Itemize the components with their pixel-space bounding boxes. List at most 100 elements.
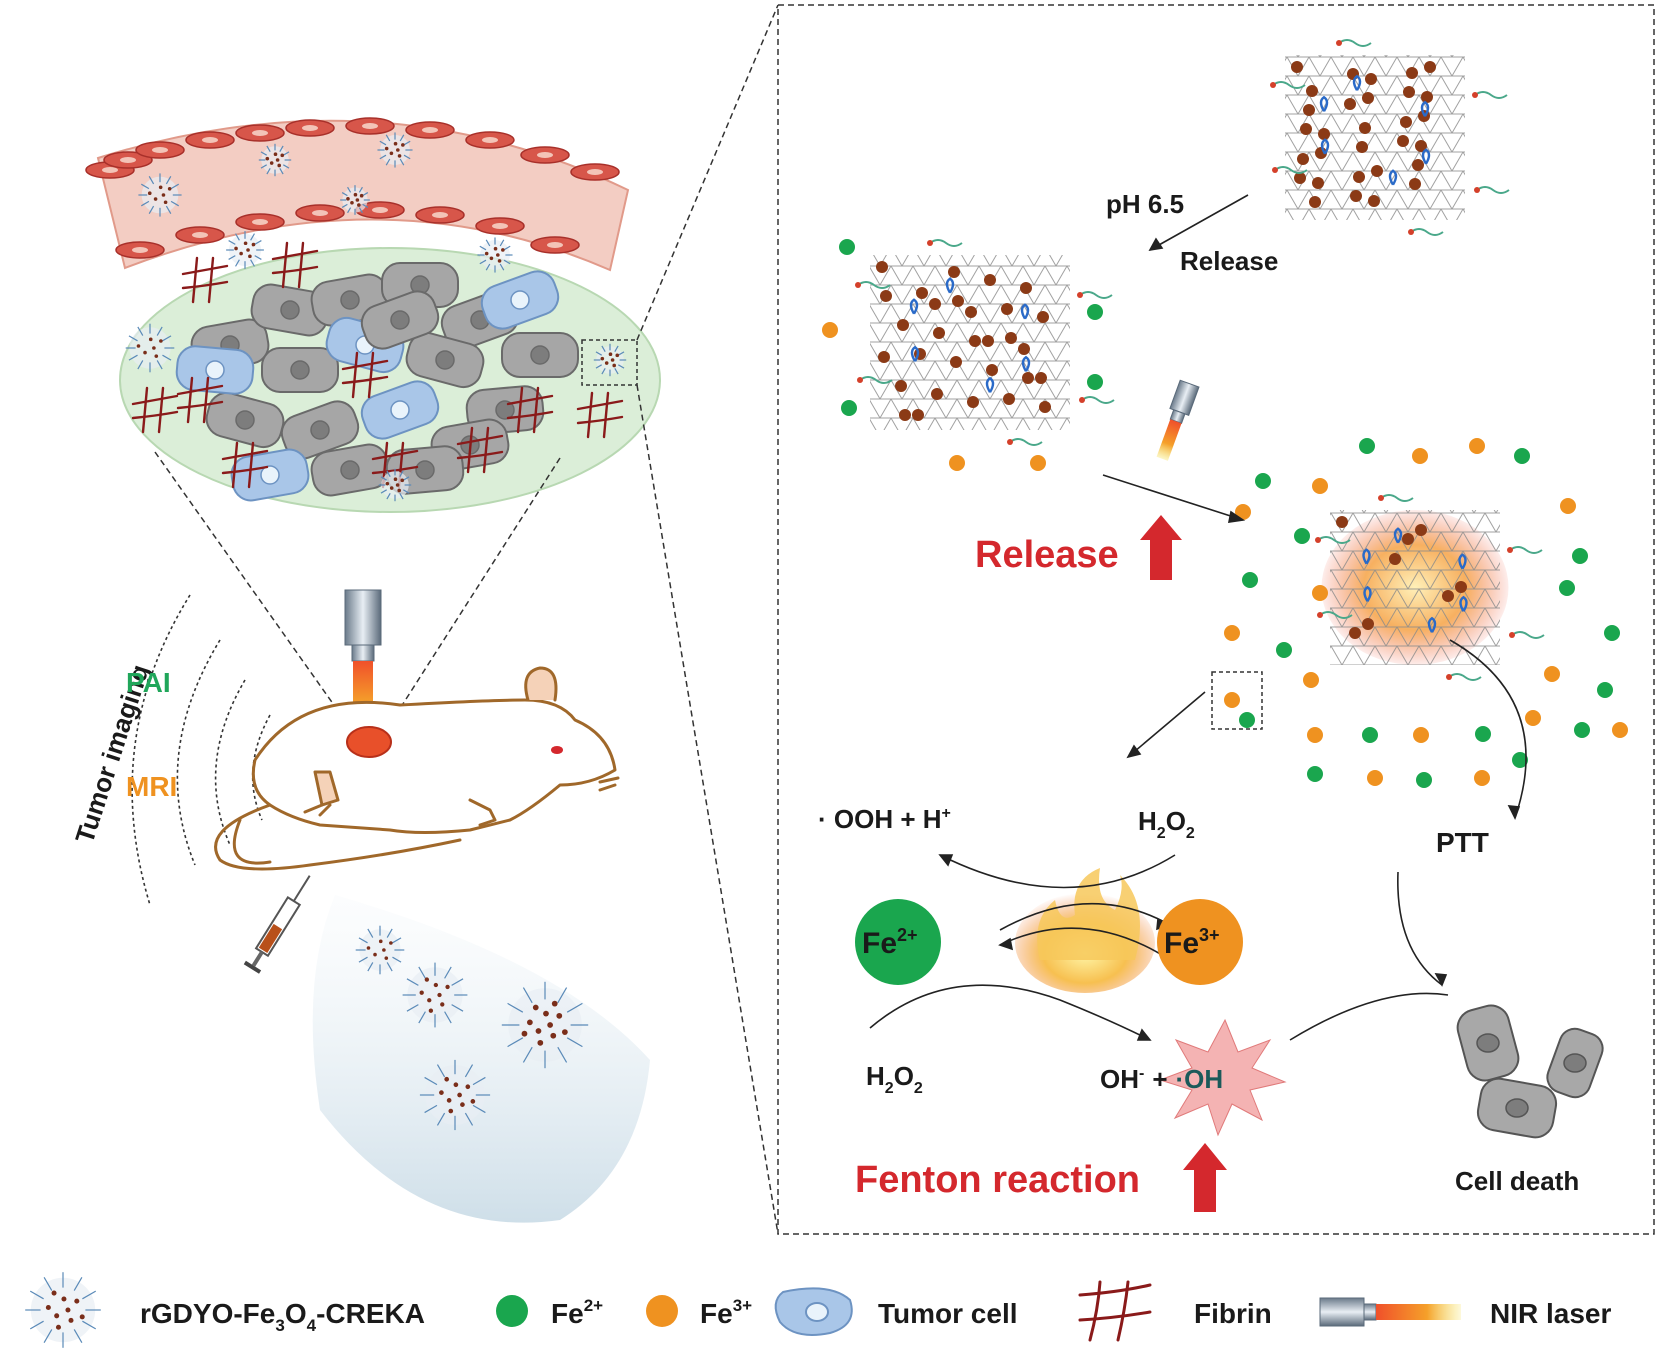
fe2-ion: [1574, 722, 1590, 738]
fe2-ion: [1239, 712, 1255, 728]
nanoparticle: [402, 962, 468, 1028]
mouse-icon: [214, 666, 620, 871]
release-up-arrow: [1140, 515, 1182, 580]
legend-tumor-cell: Tumor cell: [878, 1298, 1018, 1329]
nanoparticle: [258, 143, 292, 177]
mri-label: MRI: [126, 771, 177, 802]
nir-laser-small-icon: [1156, 379, 1200, 461]
fe2-ion: [1255, 473, 1271, 489]
fe2-ion: [1512, 752, 1528, 768]
h2o2-top-o: O: [1166, 806, 1186, 836]
svg-text:Fe3+: Fe3+: [1164, 925, 1220, 960]
fe3-circle-sup: 3+: [1199, 925, 1220, 945]
fe2-circle: [855, 899, 941, 985]
svg-text:· OOH + H+: · OOH + H+: [818, 804, 951, 834]
fe2-circle-sup: 2+: [897, 925, 918, 945]
fe3-ion: [1312, 478, 1328, 494]
fe3-ion: [1412, 448, 1428, 464]
zoom-box: [581, 339, 638, 386]
fibrin: [131, 386, 179, 434]
legend-fe3-sup: 3+: [733, 1296, 752, 1315]
oh-plus-label: +: [1152, 1064, 1167, 1094]
fibrin: [576, 391, 624, 439]
oh-minus-label: OH: [1100, 1064, 1139, 1094]
h2o2-top-sub2: 2: [1186, 825, 1195, 842]
syringe-icon: [243, 875, 311, 974]
fe3-ion: [1560, 498, 1576, 514]
h2o2-bottom-h: H: [866, 1061, 885, 1091]
fenton-up-arrow: [1183, 1143, 1227, 1212]
fe3-ion: [1224, 625, 1240, 641]
legend-nano-prefix: rGDYO-Fe: [140, 1298, 275, 1329]
fe3-ion: [1235, 504, 1251, 520]
fe2-ion: [1359, 438, 1375, 454]
svg-text:OH-+·OH: OH-+·OH: [1100, 1064, 1223, 1094]
fe3-ion: [1312, 585, 1328, 601]
fibrin: [176, 376, 224, 424]
fe2-circle-label: Fe: [862, 927, 897, 960]
pai-label: PAI: [126, 667, 171, 698]
fe3-circle-label: Fe: [1164, 927, 1199, 960]
svg-text:Fe2+: Fe2+: [862, 925, 918, 960]
nanoparticle: [25, 1272, 101, 1348]
fe2-ion-icon: [496, 1295, 528, 1327]
nanoparticle: [419, 1059, 491, 1131]
fe3-ion: [822, 322, 838, 338]
legend-fe2: Fe: [551, 1298, 584, 1329]
sheet-released: [855, 239, 1115, 446]
fibrin: [506, 386, 554, 434]
release-small-label: Release: [1180, 246, 1278, 276]
legend-nano-o: O: [285, 1298, 307, 1329]
ph-label: pH 6.5: [1106, 189, 1184, 219]
fe3-ion: [1474, 770, 1490, 786]
fe3-ion: [1307, 727, 1323, 743]
legend-nir-laser: NIR laser: [1490, 1298, 1611, 1329]
nir-laser-icon-legend: [1319, 1297, 1461, 1327]
legend-nano-sub2: 4: [307, 1316, 317, 1335]
fe2-ion: [1087, 304, 1103, 320]
mouse-eye: [551, 746, 563, 754]
fe2-ion: [1559, 580, 1575, 596]
nanoparticle: [355, 925, 405, 975]
circulating-nanoparticles: [355, 925, 589, 1131]
fe3-ion: [1413, 727, 1429, 743]
tumor-spot: [346, 726, 392, 758]
fe2-ion: [1276, 642, 1292, 658]
injection-cone: [312, 895, 650, 1223]
nanoparticle: [377, 132, 413, 168]
fibrin-network: [131, 241, 624, 489]
zoom-line-right: [384, 457, 561, 733]
h2o2-top-h: H: [1138, 806, 1157, 836]
fe2-ion: [1294, 528, 1310, 544]
fe3-ion: [1030, 455, 1046, 471]
legend-nano-suffix: -CREKA: [316, 1298, 425, 1329]
right-panel: pH 6.5 Release Release Fe2: [777, 4, 1655, 1235]
oh-radical-label: ·OH: [1176, 1064, 1224, 1094]
h2o2-bottom-sub2: 2: [914, 1080, 923, 1097]
fe2-ion: [1087, 374, 1103, 390]
fe2-ion: [841, 400, 857, 416]
legend-fibrin: Fibrin: [1194, 1298, 1272, 1329]
left-panel: Tumor imaging PAI MRI: [69, 4, 779, 1235]
h2o2-bottom-sub1: 2: [885, 1080, 894, 1097]
fe2-ion: [1597, 682, 1613, 698]
ooh-label: · OOH + H: [818, 804, 942, 834]
fe3-ion: [1612, 722, 1628, 738]
sheet-heated: [1315, 494, 1545, 681]
fe2-ion: [1604, 625, 1620, 641]
fe3-ion: [1224, 692, 1240, 708]
sheet-intact: [1270, 39, 1510, 236]
fe3-ion: [1525, 710, 1541, 726]
nanoparticle: [138, 173, 182, 217]
fe2-ion: [1514, 448, 1530, 464]
fe2-ion: [1307, 766, 1323, 782]
fe2-ion: [839, 239, 855, 255]
fibrin: [456, 426, 504, 474]
nanoparticle: [593, 343, 627, 377]
zoom-line-upper: [636, 4, 779, 341]
ptt-label: PTT: [1436, 827, 1489, 858]
zoom-line-lower: [636, 384, 779, 1235]
fibrin-icon: [1078, 1280, 1152, 1342]
fe2-ion: [1362, 727, 1378, 743]
